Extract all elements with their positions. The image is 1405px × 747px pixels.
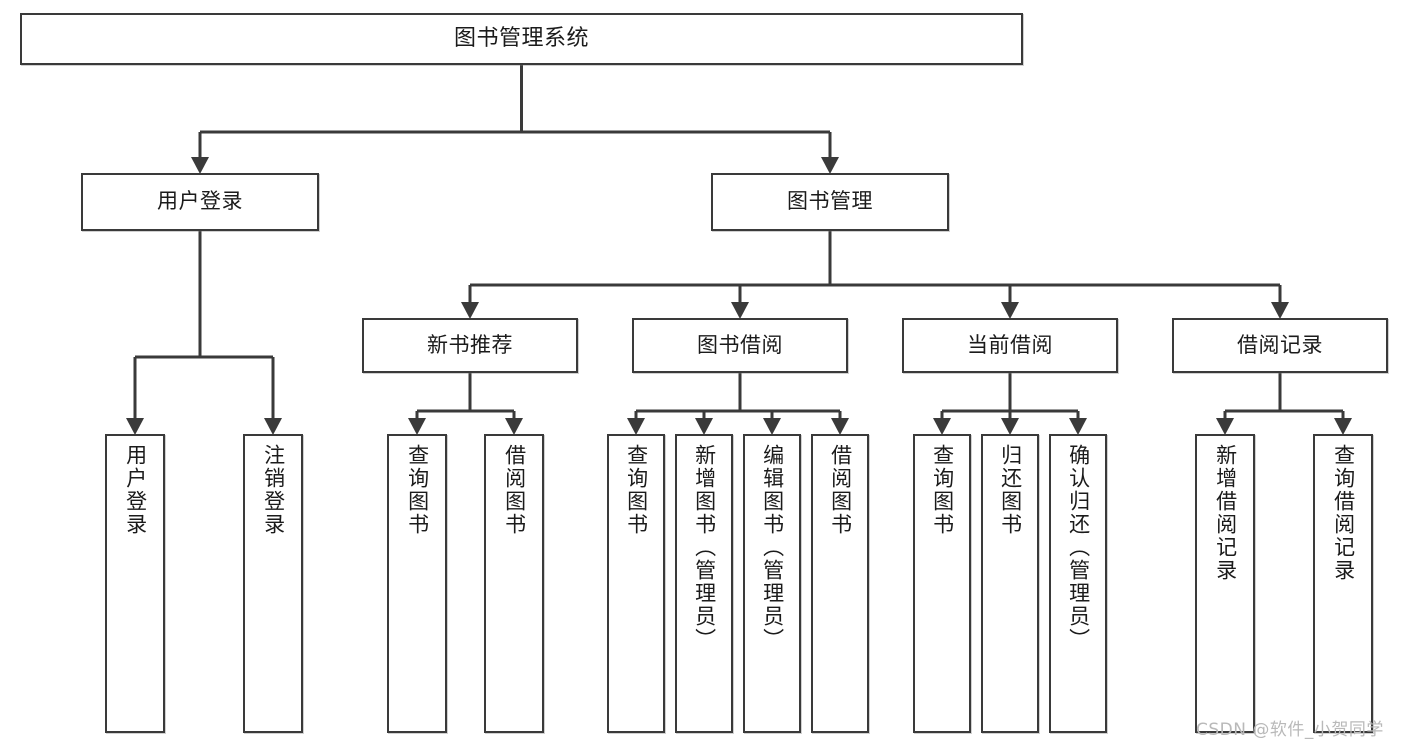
node-leaf-bw-query[interactable]: 查询图书 bbox=[607, 434, 665, 733]
node-leaf-cu-confirm[interactable]: 确认归还（管理员） bbox=[1049, 434, 1107, 733]
node-root[interactable]: 图书管理系统 bbox=[20, 13, 1023, 65]
arrowhead bbox=[461, 302, 479, 319]
node-label: 用户登录 bbox=[123, 444, 148, 536]
node-label: 借阅记录 bbox=[1237, 332, 1323, 357]
arrowhead bbox=[627, 418, 645, 435]
node-bookmgr[interactable]: 图书管理 bbox=[711, 173, 949, 231]
node-leaf-bw-edit[interactable]: 编辑图书（管理员） bbox=[743, 434, 801, 733]
node-leaf-nb-query[interactable]: 查询图书 bbox=[387, 434, 447, 733]
node-label: 用户登录 bbox=[157, 189, 243, 214]
node-leaf-bw-borrow[interactable]: 借阅图书 bbox=[811, 434, 869, 733]
node-label: 图书借阅 bbox=[697, 332, 783, 357]
arrowhead bbox=[933, 418, 951, 435]
node-leaf-login[interactable]: 用户登录 bbox=[105, 434, 165, 733]
node-label: 当前借阅 bbox=[967, 332, 1053, 357]
node-borrow[interactable]: 图书借阅 bbox=[632, 318, 848, 373]
arrowhead bbox=[1216, 418, 1234, 435]
node-current[interactable]: 当前借阅 bbox=[902, 318, 1118, 373]
arrowhead bbox=[264, 418, 282, 435]
node-leaf-nb-borrow[interactable]: 借阅图书 bbox=[484, 434, 544, 733]
arrowhead bbox=[1069, 418, 1087, 435]
node-label: 新增借阅记录 bbox=[1213, 444, 1238, 582]
node-label: 查询图书 bbox=[405, 444, 430, 536]
arrowhead bbox=[1334, 418, 1352, 435]
node-leaf-rc-query[interactable]: 查询借阅记录 bbox=[1313, 434, 1373, 733]
node-label: 归还图书 bbox=[998, 444, 1023, 536]
node-leaf-rc-add[interactable]: 新增借阅记录 bbox=[1195, 434, 1255, 733]
node-leaf-cu-return[interactable]: 归还图书 bbox=[981, 434, 1039, 733]
arrowhead bbox=[408, 418, 426, 435]
node-label: 查询借阅记录 bbox=[1331, 444, 1356, 582]
node-label: 确认归还（管理员） bbox=[1066, 444, 1091, 651]
watermark: CSDN @软件_小贺同学 bbox=[1196, 720, 1384, 740]
arrowhead bbox=[695, 418, 713, 435]
node-leaf-cu-query[interactable]: 查询图书 bbox=[913, 434, 971, 733]
arrowhead bbox=[191, 157, 209, 174]
node-label: 图书管理系统 bbox=[453, 25, 589, 51]
node-label: 注销登录 bbox=[261, 444, 286, 536]
node-label: 图书管理 bbox=[787, 189, 873, 214]
arrowhead bbox=[731, 302, 749, 319]
node-label: 借阅图书 bbox=[502, 444, 527, 536]
node-records[interactable]: 借阅记录 bbox=[1172, 318, 1388, 373]
arrowhead bbox=[1001, 302, 1019, 319]
node-label: 编辑图书（管理员） bbox=[760, 444, 785, 651]
arrowhead bbox=[831, 418, 849, 435]
node-label: 借阅图书 bbox=[828, 444, 853, 536]
node-label: 新增图书（管理员） bbox=[692, 444, 717, 651]
arrowhead bbox=[821, 157, 839, 174]
node-leaf-logout[interactable]: 注销登录 bbox=[243, 434, 303, 733]
arrowhead bbox=[505, 418, 523, 435]
node-login[interactable]: 用户登录 bbox=[81, 173, 319, 231]
arrowhead bbox=[1001, 418, 1019, 435]
node-label: 新书推荐 bbox=[427, 332, 513, 357]
node-leaf-bw-add[interactable]: 新增图书（管理员） bbox=[675, 434, 733, 733]
node-label: 查询图书 bbox=[930, 444, 955, 536]
node-label: 查询图书 bbox=[624, 444, 649, 536]
node-newbook[interactable]: 新书推荐 bbox=[362, 318, 578, 373]
arrowhead bbox=[763, 418, 781, 435]
arrowhead bbox=[1271, 302, 1289, 319]
arrowhead bbox=[126, 418, 144, 435]
